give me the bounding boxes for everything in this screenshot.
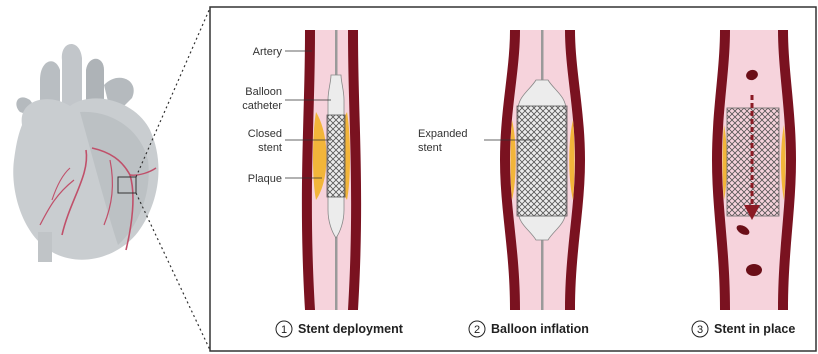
label-expanded-stent-1: Expanded <box>418 128 468 140</box>
step-label: Balloon inflation <box>491 322 589 336</box>
label-closed-stent-2: stent <box>258 142 282 154</box>
closed-stent <box>327 115 345 197</box>
expanded-stent <box>517 106 567 216</box>
label-artery: Artery <box>253 46 283 58</box>
label-closed-stent-1: Closed <box>248 128 282 140</box>
vessel-1 <box>302 30 361 310</box>
vessel-3 <box>712 30 796 310</box>
zoom-line-bottom <box>136 193 210 350</box>
heart-icon <box>13 44 158 262</box>
label-balloon-catheter-2: catheter <box>242 100 282 112</box>
step-number: 2 <box>474 324 480 336</box>
step-label: Stent deployment <box>298 322 404 336</box>
vessel-2 <box>500 30 585 310</box>
step-number: 3 <box>697 324 703 336</box>
step-label: Stent in place <box>714 322 795 336</box>
label-plaque: Plaque <box>248 173 282 185</box>
blood-cell-icon <box>746 264 762 276</box>
step-number: 1 <box>281 324 287 336</box>
label-balloon-catheter-1: Balloon <box>245 86 282 98</box>
label-expanded-stent-2: stent <box>418 142 442 154</box>
